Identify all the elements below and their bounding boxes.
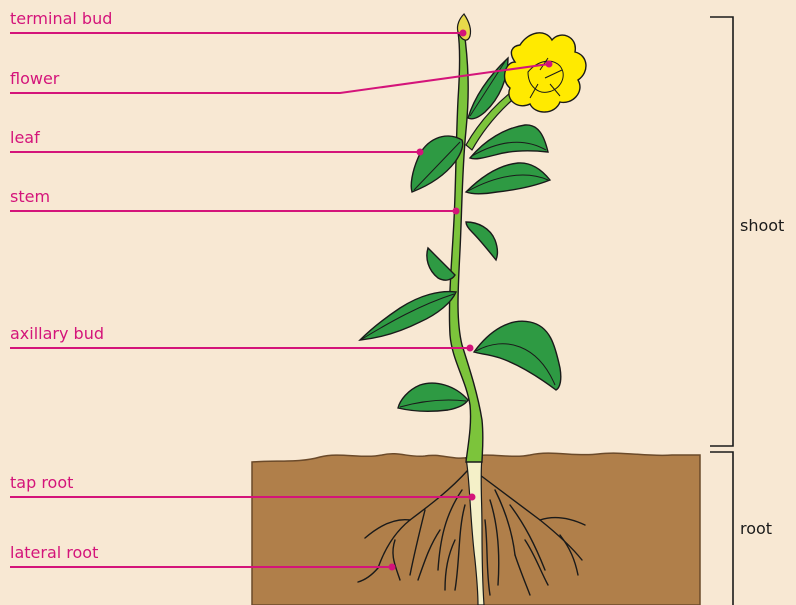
label-axillary-bud: axillary bud — [10, 324, 104, 343]
flower — [505, 33, 586, 112]
leaf-right-small — [466, 222, 497, 260]
root-bracket — [710, 452, 733, 605]
dot-leaf — [417, 149, 424, 156]
label-lateral-root: lateral root — [10, 543, 98, 562]
dot-flower — [546, 61, 553, 68]
label-leaf: leaf — [10, 128, 40, 147]
leaf-left-lower — [398, 383, 468, 411]
label-tap-root: tap root — [10, 473, 73, 492]
leaf-right-mid-1 — [466, 163, 550, 194]
dot-stem — [453, 208, 460, 215]
label-shoot: shoot — [740, 216, 784, 235]
label-flower: flower — [10, 69, 60, 88]
label-terminal-bud: terminal bud — [10, 9, 112, 28]
dot-terminal-bud — [460, 30, 467, 37]
label-stem: stem — [10, 187, 50, 206]
brackets — [710, 17, 733, 605]
dot-tap-root — [469, 494, 476, 501]
dot-lateral-root — [389, 564, 396, 571]
leaf-right-large — [474, 321, 561, 390]
label-root: root — [740, 519, 772, 538]
dot-axillary-bud — [467, 345, 474, 352]
shoot-bracket — [710, 17, 733, 446]
